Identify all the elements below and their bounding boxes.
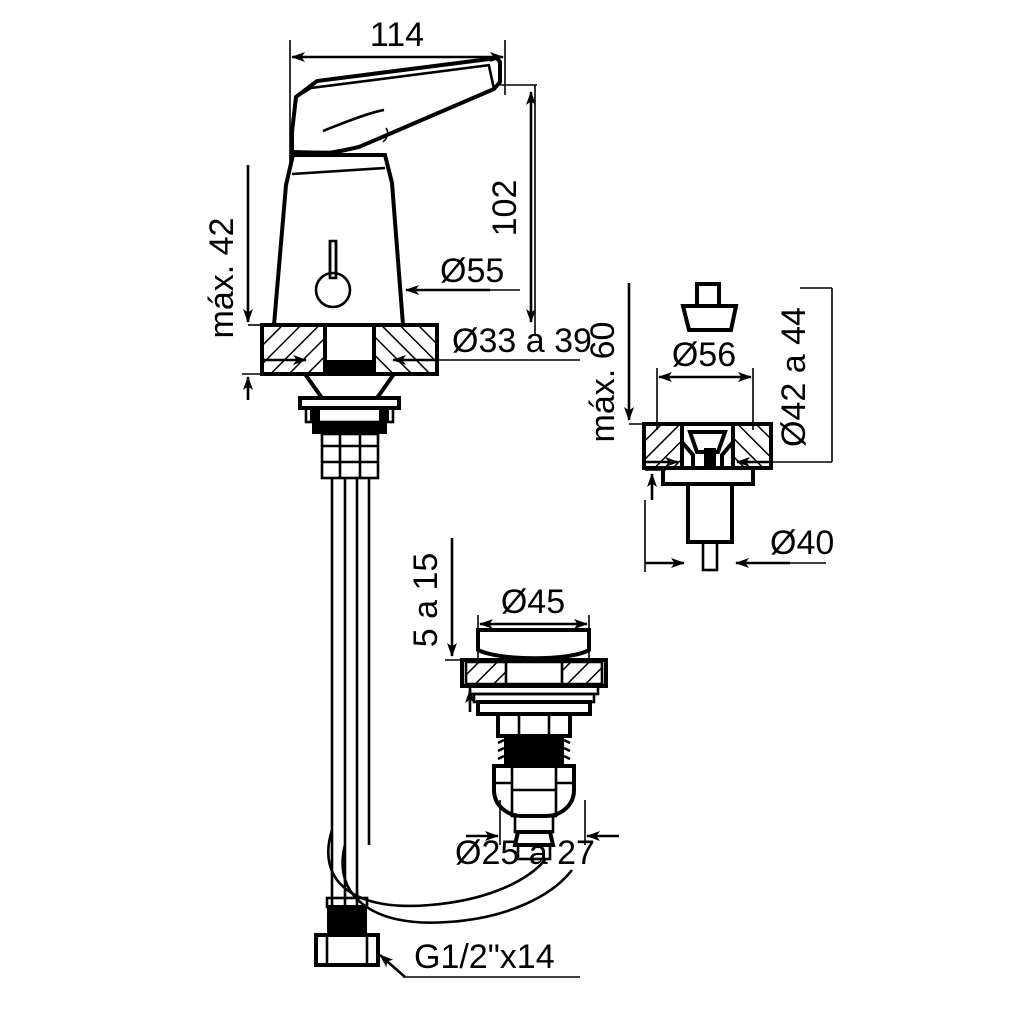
valve-flange xyxy=(460,628,608,716)
drain-cap xyxy=(680,282,739,332)
dim-g12x14-label: G1/2"x14 xyxy=(414,938,555,976)
dim-d40-group: Ø40 xyxy=(644,500,834,572)
dim-d42-44-label: Ø42 a 44 xyxy=(775,307,813,447)
dim-d56-label: Ø56 xyxy=(672,336,736,374)
dim-d42-44-group: Ø42 a 44 xyxy=(644,287,833,467)
faucet-shank xyxy=(298,372,401,480)
dim-max42-label: máx. 42 xyxy=(203,218,241,339)
dim-g12x14-group: G1/2"x14 xyxy=(379,938,580,978)
dim-max60-label: máx. 60 xyxy=(584,322,622,443)
faucet-lever xyxy=(290,55,502,156)
dim-102-group: 102 xyxy=(486,84,537,335)
dim-max60-group: máx. 60 xyxy=(584,283,646,442)
valve-stem xyxy=(492,712,576,861)
dim-d55-label: Ø55 xyxy=(440,252,504,290)
dim-d45-label: Ø45 xyxy=(501,583,565,621)
counter-section xyxy=(260,323,439,376)
dim-d55-group: Ø55 xyxy=(405,252,520,295)
dim-d25-27-group: Ø25 a 27 xyxy=(455,800,619,872)
dim-max42-group: máx. 42 xyxy=(203,165,262,338)
valve-deck-marker xyxy=(462,685,480,712)
drain-view: Ø56 máx. 60 xyxy=(584,282,834,572)
dim-d33-39-label: Ø33 a 39 xyxy=(452,322,592,360)
dim-114-group: 114 xyxy=(289,16,506,165)
dim-114-label: 114 xyxy=(370,16,424,54)
deck-thickness-marker xyxy=(242,373,262,400)
drain-flange-marker xyxy=(645,469,666,500)
dim-5-15-label: 5 a 15 xyxy=(407,553,445,648)
dim-d40-label: Ø40 xyxy=(770,524,834,562)
faucet-view: 114 xyxy=(203,16,592,978)
dim-d45-group: Ø45 xyxy=(477,583,590,660)
dim-d33-39-group: Ø33 a 39 xyxy=(262,322,592,365)
dim-102-label: 102 xyxy=(486,180,524,237)
dim-d25-27-label: Ø25 a 27 xyxy=(455,834,595,872)
valve-view: Ø45 xyxy=(407,538,619,872)
dim-d56-group: Ø56 xyxy=(656,336,754,430)
supply-hoses xyxy=(314,478,574,967)
dim-5-15-group: 5 a 15 xyxy=(407,538,464,661)
